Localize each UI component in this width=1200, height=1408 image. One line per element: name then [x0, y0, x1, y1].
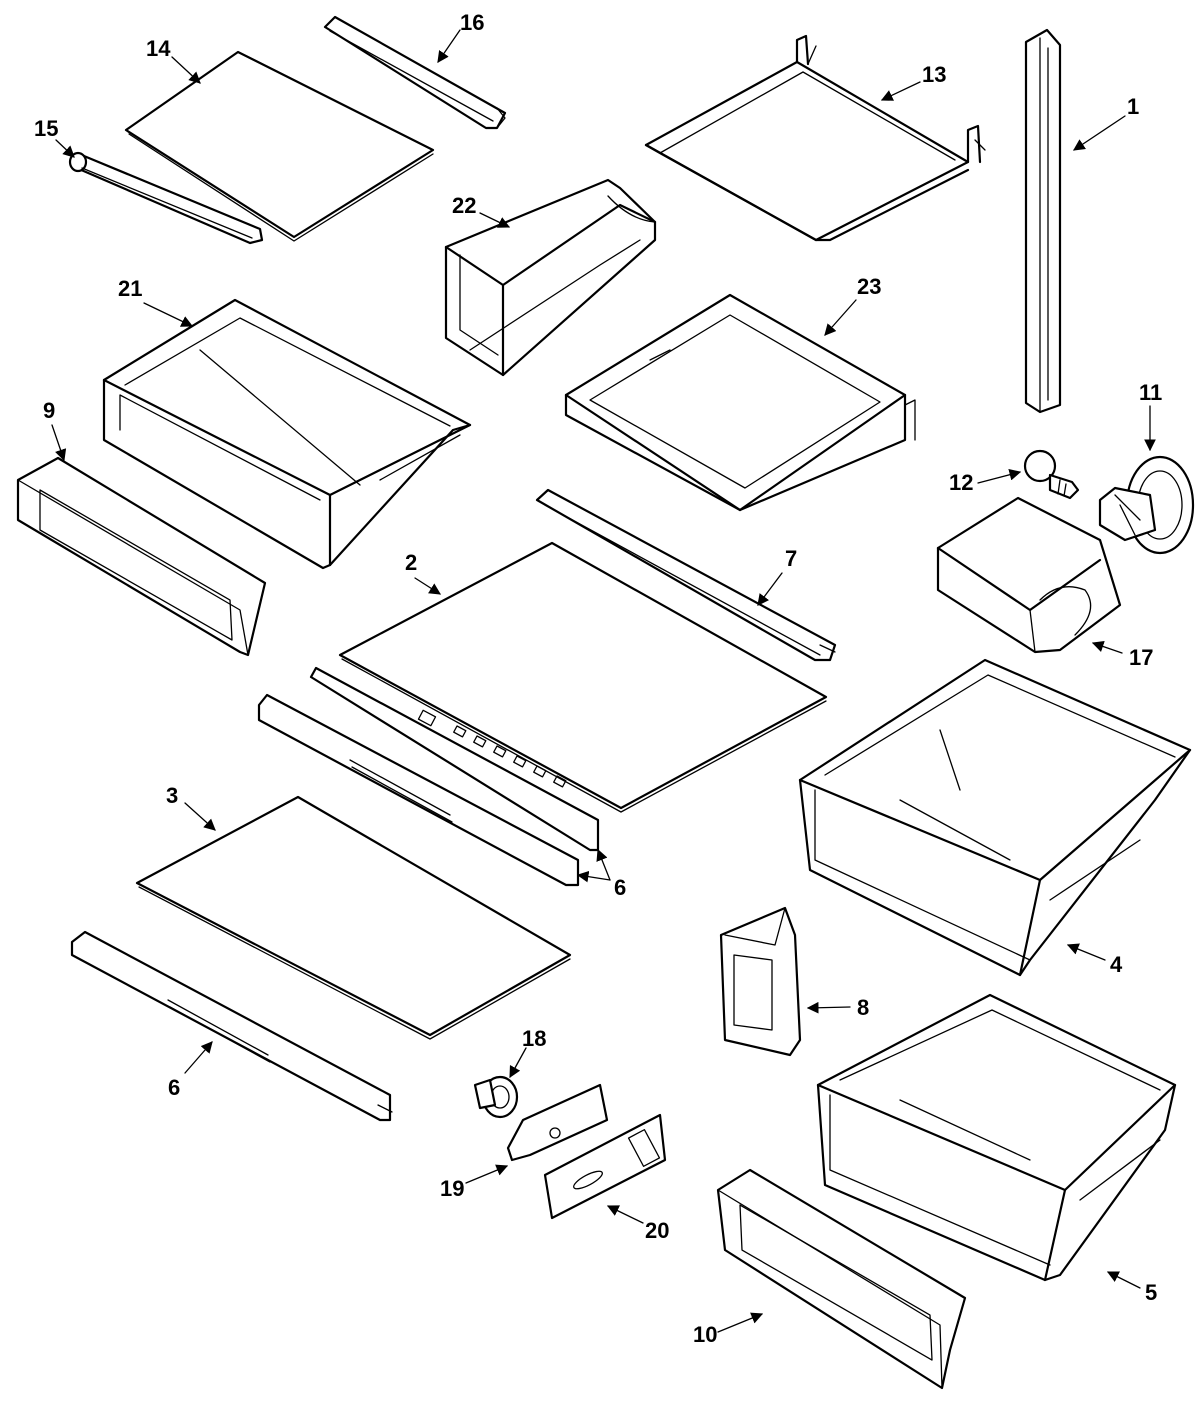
label-part-15: 15	[34, 116, 58, 141]
shelf-glass-top	[124, 50, 435, 242]
leader-arrows	[51, 29, 1156, 1333]
label-part-2: 2	[405, 550, 417, 575]
shelf-glass-center	[338, 541, 828, 813]
label-part-16: 16	[460, 10, 484, 35]
label-part-18: 18	[522, 1026, 546, 1051]
shelf-trim-top	[323, 15, 507, 130]
label-part-19: 19	[440, 1176, 464, 1201]
label-part-22: 22	[452, 193, 476, 218]
humidity-control	[719, 906, 802, 1057]
glass-trim-strip	[535, 488, 837, 662]
label-part-11: 11	[1139, 380, 1162, 405]
label-part-3: 3	[166, 783, 178, 808]
label-part-6a: 6	[614, 875, 626, 900]
dairy-door	[444, 178, 657, 377]
crisper-drawer-top	[102, 298, 472, 570]
label-part-23: 23	[857, 274, 881, 299]
crisper-drawer-right	[798, 658, 1192, 977]
spill-shelf	[564, 293, 916, 512]
label-part-20: 20	[645, 1218, 669, 1243]
control-plate	[506, 1083, 609, 1162]
label-part-6b: 6	[168, 1075, 180, 1100]
label-part-13: 13	[922, 62, 946, 87]
label-part-10: 10	[693, 1322, 717, 1347]
part-labels: 1 2 3 4 5 6 6 7 8 9 10 11 12 13 14 15 16…	[34, 10, 1162, 1347]
shelf-rail	[1024, 28, 1062, 414]
label-part-21: 21	[118, 276, 142, 301]
label-part-12: 12	[949, 470, 973, 495]
label-part-8: 8	[857, 995, 869, 1020]
label-part-7: 7	[785, 546, 797, 571]
shelf-glass-lower	[135, 795, 572, 1040]
shelf-front-trim-lower	[70, 930, 393, 1122]
label-part-4: 4	[1110, 952, 1123, 977]
light-socket	[1098, 455, 1195, 555]
wire-shelf-top	[644, 34, 986, 242]
control-cover	[543, 1113, 667, 1220]
label-part-17: 17	[1129, 645, 1153, 670]
light-shield	[936, 496, 1122, 654]
label-part-5: 5	[1145, 1280, 1157, 1305]
label-part-9: 9	[43, 398, 55, 423]
crisper-drawer-lower	[816, 993, 1177, 1282]
label-part-14: 14	[146, 36, 171, 61]
light-bulb	[1023, 449, 1080, 500]
crisper-cover-lower	[716, 1168, 967, 1390]
label-part-1: 1	[1127, 94, 1139, 119]
control-knob	[473, 1075, 519, 1119]
shelf-front-trim-upper	[257, 666, 600, 887]
